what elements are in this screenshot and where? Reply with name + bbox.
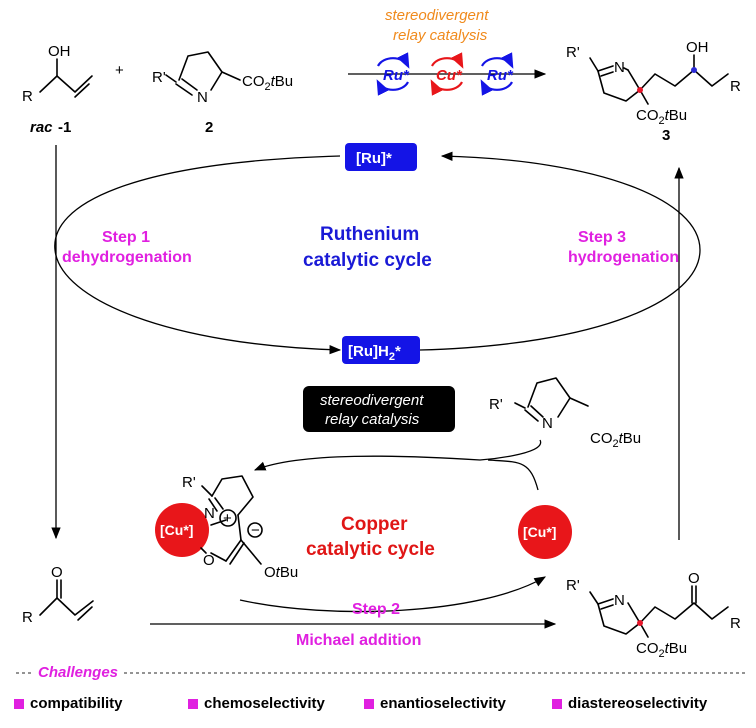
co2tbu-label: CO2tBu: [636, 107, 687, 127]
ru-catalyst-badge: [345, 143, 417, 171]
step2-title: Step 2: [352, 601, 400, 618]
copper-cycle: [Cu*] [Cu*] Copper catalytic cycle: [155, 439, 572, 613]
cu-cycle-title-2: catalytic cycle: [306, 539, 435, 560]
relay-badge-line2: relay catalysis: [325, 411, 420, 428]
step1-desc: dehydrogenation: [62, 249, 192, 266]
challenges-row: compatibility chemoselectivity enantiose…: [0, 695, 756, 719]
stereocenter-red-dot: [637, 620, 643, 626]
ru-cycle-title-1: Ruthenium: [320, 224, 419, 245]
r-label: R: [730, 615, 741, 632]
plus-charge-ring: [219, 509, 237, 527]
compound-3-label: 3: [662, 127, 670, 144]
challenge-diastereoselectivity: diastereoselectivity: [552, 695, 707, 712]
r-prime-label: R': [566, 577, 580, 594]
minus-charge-ring: [247, 522, 263, 538]
relay-badge-middle: stereodivergent relay catalysis: [303, 386, 455, 432]
relay-line1: stereodivergent: [385, 7, 489, 24]
magenta-square-icon: [552, 698, 562, 709]
cu-catalyst-right: [518, 505, 572, 559]
michael-adduct: R' N O R CO2tBu: [566, 570, 741, 660]
compound-2: R' N CO2tBu 2: [152, 51, 293, 136]
ru-star-2: Ru*: [487, 67, 514, 84]
n-label: N: [614, 592, 625, 609]
magenta-square-icon: [14, 698, 24, 709]
r-prime-label: R': [152, 69, 166, 86]
r-prime-label: R': [182, 474, 196, 491]
co2tbu-label: CO2tBu: [636, 640, 687, 660]
step2-desc: Michael addition: [296, 632, 421, 649]
co2-label: CO2tBu: [242, 73, 293, 93]
r-label: R: [22, 88, 33, 105]
challenge-chemoselectivity: chemoselectivity: [188, 695, 325, 712]
n-label: N: [204, 505, 215, 522]
r-prime-label: R': [489, 396, 503, 413]
ru-cycle-title-2: catalytic cycle: [303, 250, 432, 271]
ru-star-1: Ru*: [383, 67, 410, 84]
copper-enolate-complex: + − R' N O OtBu: [182, 474, 298, 581]
challenge-enantioselectivity: enantioselectivity: [364, 695, 506, 712]
step1-title: Step 1: [102, 229, 150, 246]
stereocenter-blue-dot: [691, 67, 697, 73]
plus-sign: +: [115, 62, 124, 79]
n-label: N: [197, 89, 208, 106]
o-label: O: [688, 570, 700, 587]
compound-rac-1: OH R rac -1: [22, 43, 93, 136]
otbu-label: OtBu: [264, 564, 298, 581]
cu-right-label: [Cu*]: [523, 524, 556, 540]
step3-title: Step 3: [578, 229, 626, 246]
plus-charge: +: [223, 510, 232, 527]
relay-badge-line1: stereodivergent: [320, 392, 424, 409]
challenges-title: Challenges: [34, 664, 123, 681]
cu-catalyst-left: [155, 503, 209, 557]
cu-star: Cu*: [436, 67, 463, 84]
oh-label: OH: [48, 43, 71, 60]
ru-hydride-badge: [342, 336, 420, 364]
compound-3: R' N OH R CO2tBu 3: [566, 39, 741, 144]
o-label: O: [51, 564, 63, 581]
stereocenter-red-dot: [637, 87, 643, 93]
rac-label: rac: [30, 119, 53, 136]
step3-desc: hydrogenation: [568, 249, 679, 266]
n-label: N: [614, 59, 625, 76]
r-label: R: [22, 609, 33, 626]
compound-2-label: 2: [205, 119, 213, 136]
oh-label: OH: [686, 39, 709, 56]
compound-2-reenter: R' N CO2tBu: [489, 377, 641, 450]
magenta-square-icon: [364, 698, 374, 709]
compound-1-label: -1: [58, 119, 71, 136]
relay-arrow-top: stereodivergent relay catalysis Ru* Cu* …: [348, 7, 547, 96]
co2tbu-label: CO2tBu: [590, 430, 641, 450]
challenge-compatibility: compatibility: [14, 695, 123, 712]
n-label: N: [542, 415, 553, 432]
enone: O R: [22, 564, 94, 626]
o-label: O: [203, 552, 215, 569]
cu-cycle-title-1: Copper: [341, 514, 408, 535]
ruthenium-cycle: [Ru]* [Ru]H2* Ruthenium catalytic cycle …: [54, 143, 701, 364]
r-prime-label: R': [566, 44, 580, 61]
r-label: R: [730, 78, 741, 95]
minus-charge: −: [251, 522, 260, 539]
ru-hydride-label: [Ru]H2*: [348, 343, 401, 363]
ru-catalyst-label: [Ru]*: [356, 150, 392, 167]
magenta-square-icon: [188, 698, 198, 709]
relay-line2: relay catalysis: [393, 27, 488, 44]
cu-left-label: [Cu*]: [160, 522, 193, 538]
